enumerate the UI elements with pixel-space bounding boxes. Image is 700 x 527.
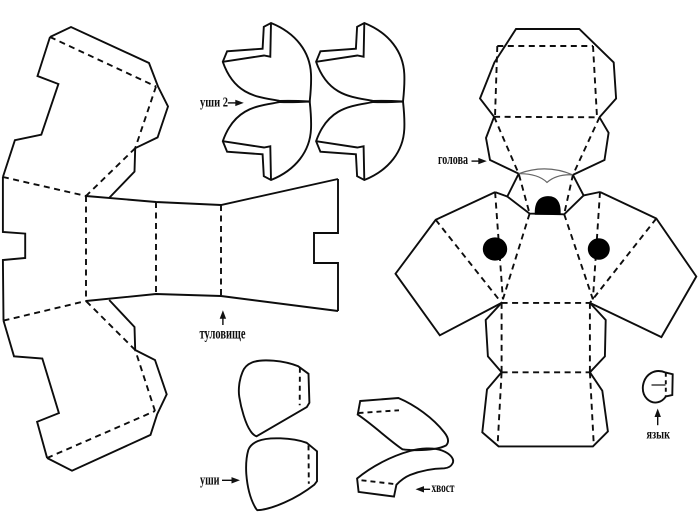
svg-text:язык: язык	[647, 427, 671, 442]
svg-text:уши: уши	[200, 473, 220, 489]
svg-text:голова: голова	[438, 152, 468, 168]
svg-text:туловище: туловище	[200, 326, 246, 343]
svg-text:хвост: хвост	[432, 480, 455, 495]
svg-text:уши 2: уши 2	[200, 96, 228, 111]
